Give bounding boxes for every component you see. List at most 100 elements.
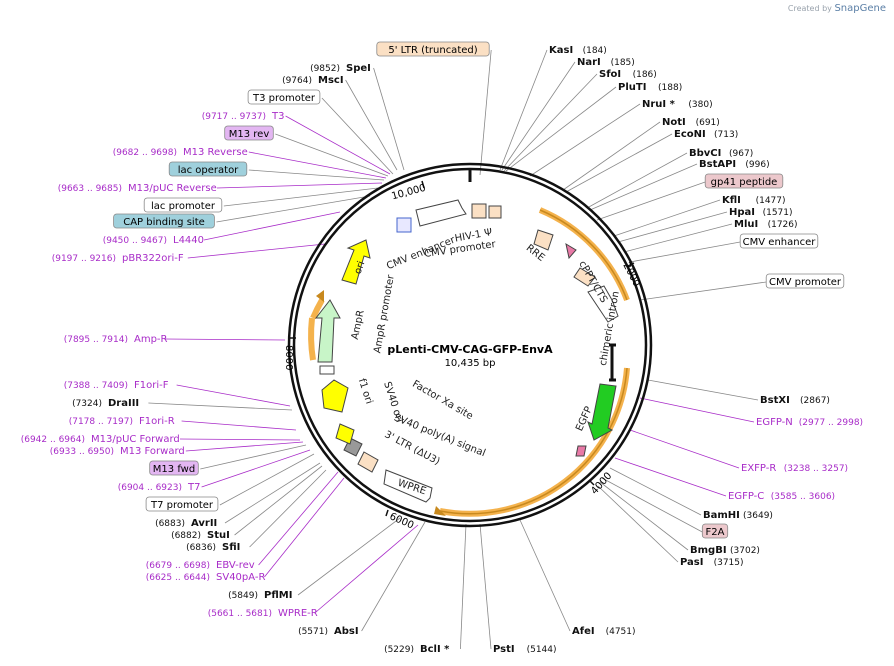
label-name: EcoNI xyxy=(674,129,706,140)
feature-label-cmvenh_r[interactable]: CMV enhancer xyxy=(739,233,819,249)
plasmid-name: pLenti-CMV-CAG-GFP-EnvA xyxy=(387,343,553,356)
feature-label-bamhi[interactable]: (3649)BamHI xyxy=(703,510,773,521)
label-name: BbvCI xyxy=(689,148,721,159)
feature-label-stui[interactable]: (6882)StuI xyxy=(171,530,230,541)
leader-line xyxy=(264,477,345,578)
leader-line xyxy=(601,477,703,533)
label-position: (6625 .. 6644) xyxy=(146,573,210,583)
feature-label-bstxi[interactable]: (2867)BstXI xyxy=(760,395,830,406)
label-position: (1477) xyxy=(756,196,786,206)
leader-line xyxy=(479,49,492,176)
feature-label-lacprom[interactable]: lac promoter xyxy=(143,197,223,213)
label-box xyxy=(247,89,321,105)
feature-label-t3prom[interactable]: T3 promoter xyxy=(247,89,321,105)
feature-label-sv40par[interactable]: (6625 .. 6644)SV40pA-R xyxy=(146,572,266,583)
feature-label-bcli[interactable]: (5229)BclI * xyxy=(384,644,450,655)
label-box xyxy=(765,273,845,289)
label-box xyxy=(739,233,819,249)
backbone-outer xyxy=(287,162,653,528)
label-name: BamHI xyxy=(703,510,740,521)
feature-label-m13forward[interactable]: (6933 .. 6950)M13 Forward xyxy=(50,446,185,457)
feature-label-draiii[interactable]: (7324)DraIII xyxy=(72,398,139,409)
feature-label-noti[interactable]: (691)NotI xyxy=(662,117,720,128)
feature-label-absi[interactable]: (5571)AbsI xyxy=(298,626,359,637)
leader-line xyxy=(519,519,571,632)
feature-label-nrui[interactable]: (380)NruI * xyxy=(642,99,713,110)
label-factor-xa: Factor Xa site xyxy=(410,379,474,423)
label-box xyxy=(168,161,248,177)
feature-label-bstapi[interactable]: (996)BstAPI xyxy=(699,159,770,170)
label-position: (5661 .. 5681) xyxy=(208,609,272,619)
label-name: MscI xyxy=(318,75,344,86)
feature-label-m13rev[interactable]: M13 rev xyxy=(224,125,274,141)
feature-label-pluti[interactable]: (188)PluTI xyxy=(618,82,682,93)
feature-label-psti[interactable]: (5144)PstI xyxy=(493,644,557,655)
feature-label-m13pucf[interactable]: (6942 .. 6964)M13/pUC Forward xyxy=(21,434,180,445)
feature-label-avrii[interactable]: (6883)AvrII xyxy=(155,518,217,529)
feature-label-bbvci[interactable]: (967)BbvCI xyxy=(689,148,753,159)
feature-label-sfii[interactable]: (6836)SfiI xyxy=(186,542,240,553)
feature-label-f1orif[interactable]: (7388 .. 7409)F1ori-F xyxy=(64,380,169,391)
leader-line xyxy=(216,182,383,189)
feature-label-kasi[interactable]: (184)KasI xyxy=(549,45,607,56)
feature-label-t7prom[interactable]: T7 promoter xyxy=(145,496,219,512)
feature-label-mlui[interactable]: (1726)MluI xyxy=(734,219,798,230)
feature-label-econi[interactable]: (713) EcoNI xyxy=(674,129,738,140)
leader-line xyxy=(629,429,740,469)
feature-label-nari[interactable]: (185)NarI xyxy=(577,57,635,68)
label-text: T3 promoter xyxy=(252,93,316,104)
leader-line xyxy=(597,485,679,563)
feature-label-pasi[interactable]: (3715)PasI xyxy=(680,557,744,568)
feature-label-wprer[interactable]: (5661 .. 5681) WPRE-R xyxy=(208,608,318,619)
label-position: (380) xyxy=(688,100,712,110)
feature-label-f1orir[interactable]: (7178 .. 7197)F1ori-R xyxy=(69,416,175,427)
feature-label-lacop[interactable]: lac operator xyxy=(168,161,248,177)
feature-label-kfli[interactable]: (1477)KflI xyxy=(722,195,786,206)
feature-label-m13fwd[interactable]: M13 fwd xyxy=(149,460,199,476)
feature-label-gp41[interactable]: gp41 peptide xyxy=(704,173,784,189)
feature-label-m13pucr[interactable]: (9663 .. 9685)M13/pUC Reverse xyxy=(58,183,217,194)
label-name: AbsI xyxy=(334,626,359,637)
label-text: M13 fwd xyxy=(153,464,195,475)
rre-small-box xyxy=(488,205,502,219)
leader-lines xyxy=(148,49,767,650)
feature-label-pbr322[interactable]: (9197 .. 9216)pBR322ori-F xyxy=(52,253,184,264)
label-name: MluI xyxy=(734,219,758,230)
feature-label-cmvprom_r[interactable]: CMV promoter xyxy=(765,273,845,289)
feature-label-ampr[interactable]: (7895 .. 7914)Amp-R xyxy=(64,334,168,345)
plasmid-length: 10,435 bp xyxy=(445,358,496,369)
feature-label-f2a[interactable]: F2A xyxy=(701,523,729,539)
feature-label-afei[interactable]: (4751)AfeI xyxy=(572,626,636,637)
label-name: DraIII xyxy=(108,398,139,409)
feature-label-egfpn[interactable]: (2977 .. 2998)EGFP-N xyxy=(756,417,863,428)
leader-line xyxy=(613,199,721,237)
feature-label-m13reverse[interactable]: (9682 .. 9698)M13 Reverse xyxy=(113,147,248,158)
feature-label-egfpr[interactable]: (3238 .. 3257)EXFP-R xyxy=(741,463,848,474)
label-position: (7388 .. 7409) xyxy=(64,381,128,391)
leader-line xyxy=(201,449,311,488)
feature-label-egfpc[interactable]: (3585 .. 3606)EGFP-C xyxy=(728,491,835,502)
label-name: WPRE-R xyxy=(278,608,318,619)
cds-arc-envA xyxy=(538,207,630,302)
feature-label-bmgbi[interactable]: (3702)BmgBI xyxy=(690,545,760,556)
label-text: CMV promoter xyxy=(769,277,842,288)
feature-label-ebvrev[interactable]: (6679 .. 6698)EBV-rev xyxy=(146,560,255,571)
feature-label-t3[interactable]: (9717 .. 9737)T3 xyxy=(202,111,285,122)
leader-line xyxy=(505,86,617,172)
label-position: (713) xyxy=(714,130,738,140)
feature-label-sfoi[interactable]: (186)SfoI xyxy=(599,69,657,80)
feature-label-pflmi[interactable]: (5849)PflMI xyxy=(228,590,292,601)
label-name: M13/pUC Reverse xyxy=(128,183,217,194)
feature-label-hpai[interactable]: (1571)HpaI xyxy=(729,207,793,218)
feature-label-t7[interactable]: (6904 .. 6923)T7 xyxy=(118,482,201,493)
leader-line xyxy=(503,73,598,172)
feature-label-spei[interactable]: (9852)SpeI xyxy=(310,63,371,74)
feature-label-cap[interactable]: CAP binding site xyxy=(113,213,215,229)
feature-label-msci[interactable]: (9764)MscI xyxy=(282,75,344,86)
label-text: F2A xyxy=(706,527,725,538)
feature-label-l4440[interactable]: (9450 .. 9467)L4440 xyxy=(103,235,204,246)
label-name: PflMI xyxy=(264,590,292,601)
label-position: (7895 .. 7914) xyxy=(64,335,128,345)
rre-box xyxy=(533,229,554,251)
feature-label-ltr5[interactable]: 5' LTR (truncated) xyxy=(376,41,490,57)
